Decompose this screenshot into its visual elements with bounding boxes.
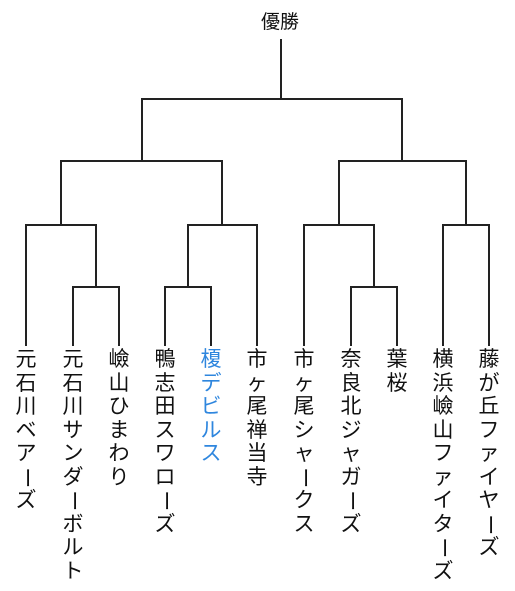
- bracket-line: [338, 98, 467, 162]
- team-name: 横浜嶮山ファイターズ: [431, 347, 456, 583]
- team-name-highlighted: 榎デビルス: [200, 347, 222, 465]
- bracket-line: [350, 224, 398, 288]
- team-name: 元石川サンダーボルト: [61, 347, 86, 583]
- bracket-line: [141, 39, 403, 100]
- team-name: 市ヶ尾禅当寺: [246, 347, 268, 489]
- team-name: 市ヶ尾シャークス: [292, 347, 317, 536]
- bracket-line: [187, 160, 258, 226]
- bracket-line: [25, 160, 97, 226]
- team-name: 元石川ベアーズ: [14, 347, 39, 512]
- team-name: 嶮山ひまわり: [108, 347, 130, 489]
- team-name: 鴨志田スワローズ: [153, 347, 178, 536]
- bracket-line: [72, 224, 120, 288]
- team-name: 奈良北ジャガーズ: [339, 347, 364, 536]
- bracket-line: [303, 160, 375, 226]
- bracket-line: [60, 98, 223, 162]
- bracket-line: [442, 160, 490, 226]
- team-name: 藤が丘ファイヤーズ: [477, 347, 502, 559]
- team-name: 葉桜: [386, 347, 408, 395]
- bracket-line: [164, 224, 212, 288]
- champion-label: 優勝: [260, 11, 299, 33]
